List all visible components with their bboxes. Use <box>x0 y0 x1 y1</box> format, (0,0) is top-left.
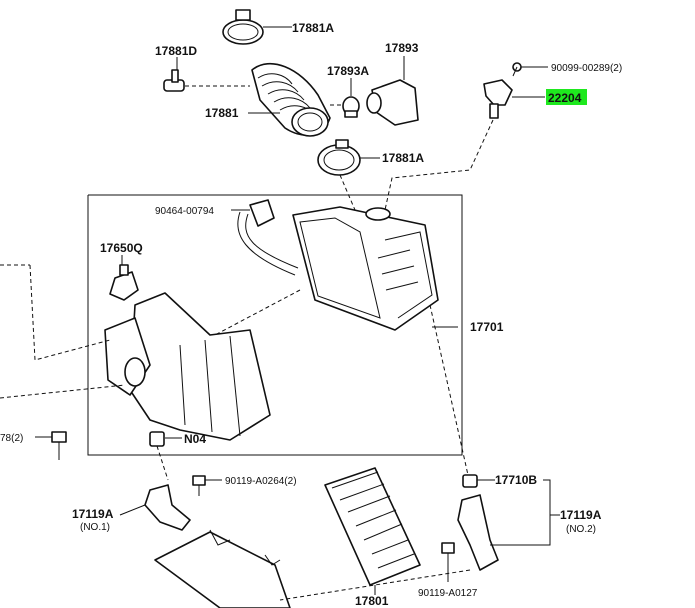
label-17881A-mid: 17881A <box>382 151 424 165</box>
label-17893A: 17893A <box>327 64 369 78</box>
grommet-17710B[interactable] <box>462 474 478 488</box>
grommet-N04[interactable] <box>149 431 165 447</box>
label-17893: 17893 <box>385 41 419 55</box>
sensor-22204[interactable] <box>483 79 513 119</box>
label-17710B: 17710B <box>495 473 537 487</box>
assembly-outline <box>87 194 463 456</box>
label-17701: 17701 <box>470 320 504 334</box>
bracket-17650Q[interactable] <box>109 264 139 301</box>
bracket-17119A-right[interactable] <box>457 494 499 571</box>
dash-N04 <box>156 445 169 481</box>
label-17881D: 17881D <box>155 44 197 58</box>
highlight-22204 <box>546 89 587 105</box>
filter-element-17801[interactable] <box>324 467 421 586</box>
label-17119A-right: 17119A <box>560 508 602 522</box>
clamp-17881A-mid[interactable] <box>317 139 361 176</box>
dash-sensor <box>384 119 494 211</box>
label-22204: 22204 <box>548 91 582 105</box>
resonator-17893[interactable] <box>366 79 419 126</box>
label-17119A-left-no: (NO.1) <box>80 522 110 533</box>
label-17881A-top: 17881A <box>292 21 334 35</box>
clamp-17881A-top[interactable] <box>222 9 264 45</box>
label-78: 78(2) <box>0 433 23 444</box>
air-cleaner-cap-17701[interactable] <box>292 206 439 331</box>
label-90119-A0127: 90119-A0127 <box>418 588 478 599</box>
bolt-78[interactable] <box>51 431 67 460</box>
dash-left-3 <box>0 384 126 399</box>
clamp-17893A[interactable] <box>342 96 360 118</box>
dash-left-2 <box>29 264 111 361</box>
dash-clamp-mid <box>339 174 356 211</box>
bolt-90099[interactable] <box>512 62 522 77</box>
dash-17710B <box>429 304 469 476</box>
label-17801: 17801 <box>355 594 389 608</box>
label-17881: 17881 <box>205 106 239 120</box>
bracket-17119A-left[interactable] <box>144 484 191 531</box>
lower-panel[interactable] <box>154 529 291 608</box>
dash-mid <box>214 289 301 336</box>
label-90099: 90099-00289(2) <box>551 63 622 74</box>
leader-17119A-left <box>119 504 146 516</box>
label-17650Q: 17650Q <box>100 241 143 255</box>
bolt-90119-A0264[interactable] <box>192 475 206 496</box>
label-90119-A0264: 90119-A0264(2) <box>225 476 297 487</box>
clip-90464[interactable] <box>237 199 299 276</box>
bolt-90119-A0127[interactable] <box>441 542 455 582</box>
label-17119A-right-no: (NO.2) <box>566 524 596 535</box>
leader-17119A-right <box>490 479 551 546</box>
label-N04: N04 <box>184 432 206 446</box>
air-cleaner-case[interactable] <box>104 292 271 441</box>
label-17119A-left: 17119A <box>72 507 114 521</box>
plug-17881D[interactable] <box>163 69 185 92</box>
intake-hose-17881[interactable] <box>251 62 331 137</box>
label-90464: 90464-00794 <box>155 206 214 217</box>
